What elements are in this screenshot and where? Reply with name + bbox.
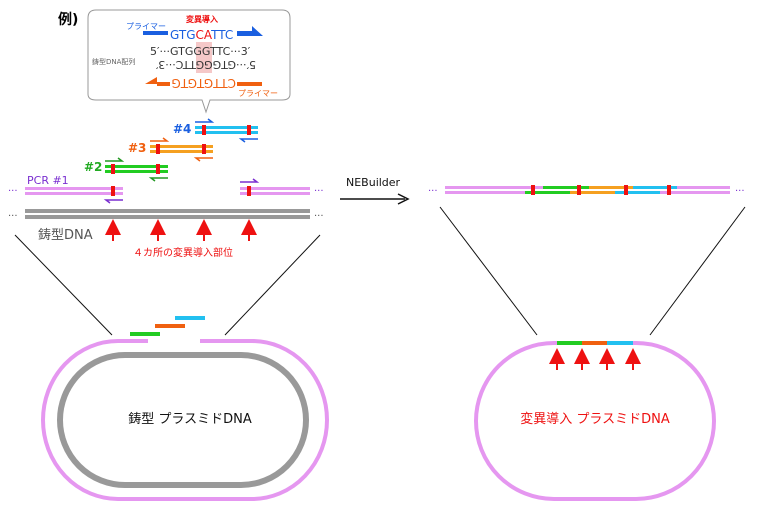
primer-top-sequence: GTGCATTC [170,28,233,42]
primer-bottom-label: プライマー [238,89,278,98]
mutation-sites-label: ４カ所の変異導入部位 [133,246,233,259]
ellipsis-right: ··· [314,186,324,197]
pcr-fragment-2: #2 [84,157,168,182]
mutation-site-arrows [105,219,257,241]
mutation-site-arrows [549,348,641,370]
zoom-line [14,234,113,336]
fragment-cyan [175,316,205,320]
example-label: 例) [58,11,78,28]
primer-top-label: プライマー [126,22,166,31]
pcr4-label: #4 [173,122,191,136]
pcr2-label: #2 [84,160,102,174]
sequence-callout: プライマー 変異導入 GTGCATTC 鋳型DNA配列 5′···GTGGGTT… [87,9,291,114]
pcr-fragment-4: #4 [173,118,258,143]
mismatch-highlight [196,42,212,73]
ellipsis-left: ··· [8,186,18,197]
mutant-plasmid-label: 変異導入 プラスミドDNA [520,411,670,427]
zoom-line [439,206,538,336]
ellipsis-product-left: ··· [428,186,438,197]
primer-bottom-bar [237,82,262,86]
fragment-orange [155,324,185,328]
pcr1-label: PCR #1 [27,174,69,187]
zoom-line [649,206,746,336]
assembled-dna: ··· ··· [428,185,745,197]
nebuilder-label: NEBuilder [346,176,401,189]
primer-bottom-sequence: CTTGTGTG [171,76,236,90]
primer-bottom-arrowhead-icon [145,77,170,86]
template-dna: ··· ··· 鋳型DNA [8,209,324,243]
primer-top-bar [143,31,168,35]
zoom-line [224,234,321,336]
fragment-green [130,332,160,336]
template-bottom-strand: 5′···GTGGGTTC···3′ [155,58,256,71]
nebuilder-arrow-icon [340,193,410,205]
template-top-strand: 5′···GTGGGTTC···3′ [150,45,251,58]
template-dna-label: 鋳型DNA [38,227,93,243]
mutant-plasmid: 変異導入 プラスミドDNA [474,341,716,501]
ellipsis-template-right: ··· [314,211,324,222]
template-plasmid-label: 鋳型 プラスミドDNA [128,411,252,427]
primer-top-arrowhead-icon [237,26,263,36]
pcr-fragment-3: #3 [128,137,213,162]
template-plasmid: 鋳型 プラスミドDNA [41,339,329,501]
ellipsis-product-right: ··· [735,186,745,197]
mutation-label: 変異導入 [186,14,218,24]
ellipsis-template-left: ··· [8,211,18,222]
template-seq-label: 鋳型DNA配列 [92,57,135,66]
pcr-fragment-1: PCR #1 ··· ··· [8,174,324,204]
pcr3-label: #3 [128,141,146,155]
